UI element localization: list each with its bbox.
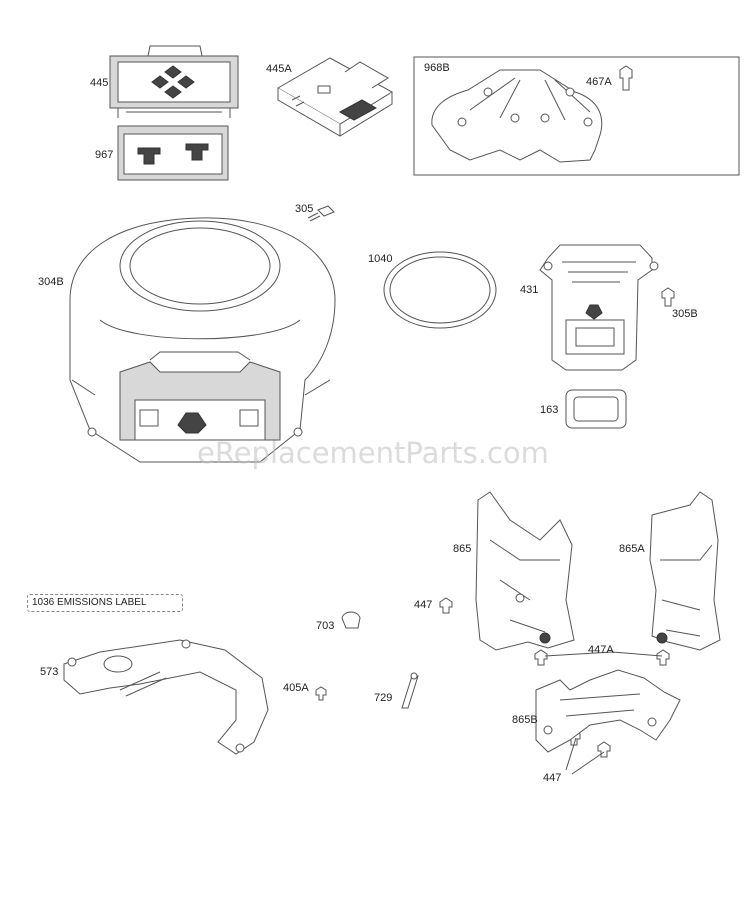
baffle-865A-drawing xyxy=(649,491,721,651)
part-label-445: 445 xyxy=(90,77,109,89)
part-label-967: 967 xyxy=(95,149,114,161)
air-filter-445A-drawing xyxy=(277,57,393,137)
bolt-405A-drawing xyxy=(315,686,327,701)
part-label-447-upper: 447 xyxy=(414,599,433,611)
pre-cleaner-967-drawing xyxy=(117,125,229,181)
part-label-865B: 865B xyxy=(512,714,538,726)
part-label-865A: 865A xyxy=(619,543,645,555)
baffle-865-drawing xyxy=(475,491,575,651)
air-filter-445-drawing xyxy=(109,45,239,118)
watermark-text: eReplacementParts.com xyxy=(197,436,549,470)
part-label-405A: 405A xyxy=(283,682,309,694)
shroud-431-drawing xyxy=(539,244,675,371)
part-label-865: 865 xyxy=(453,543,472,555)
bolt-305-drawing xyxy=(307,205,335,222)
part-label-431: 431 xyxy=(520,284,539,296)
part-label-467A: 467A xyxy=(586,76,612,88)
gasket-163-drawing xyxy=(565,389,627,429)
part-label-447A: 447A xyxy=(588,644,614,656)
part-label-968B: 968B xyxy=(424,62,450,74)
tie-729-drawing xyxy=(401,672,419,709)
blower-housing-304B-drawing xyxy=(69,217,336,463)
part-label-729: 729 xyxy=(374,692,393,704)
part-label-573: 573 xyxy=(40,666,59,678)
part-label-305: 305 xyxy=(295,203,314,215)
cover-968B-drawing xyxy=(413,56,740,176)
part-label-1040: 1040 xyxy=(368,253,393,265)
part-label-445A: 445A xyxy=(266,63,292,75)
baffle-865B-drawing xyxy=(535,669,681,753)
part-label-305B: 305B xyxy=(672,308,698,320)
part-label-703: 703 xyxy=(316,620,335,632)
clip-703-drawing xyxy=(341,611,361,629)
part-label-163: 163 xyxy=(540,404,559,416)
seal-1040-drawing xyxy=(383,251,497,329)
part-label-304B: 304B xyxy=(38,276,64,288)
emissions-label-box: 1036 EMISSIONS LABEL xyxy=(27,594,183,612)
bracket-573-drawing xyxy=(63,639,269,755)
part-label-447-lower: 447 xyxy=(543,772,562,784)
